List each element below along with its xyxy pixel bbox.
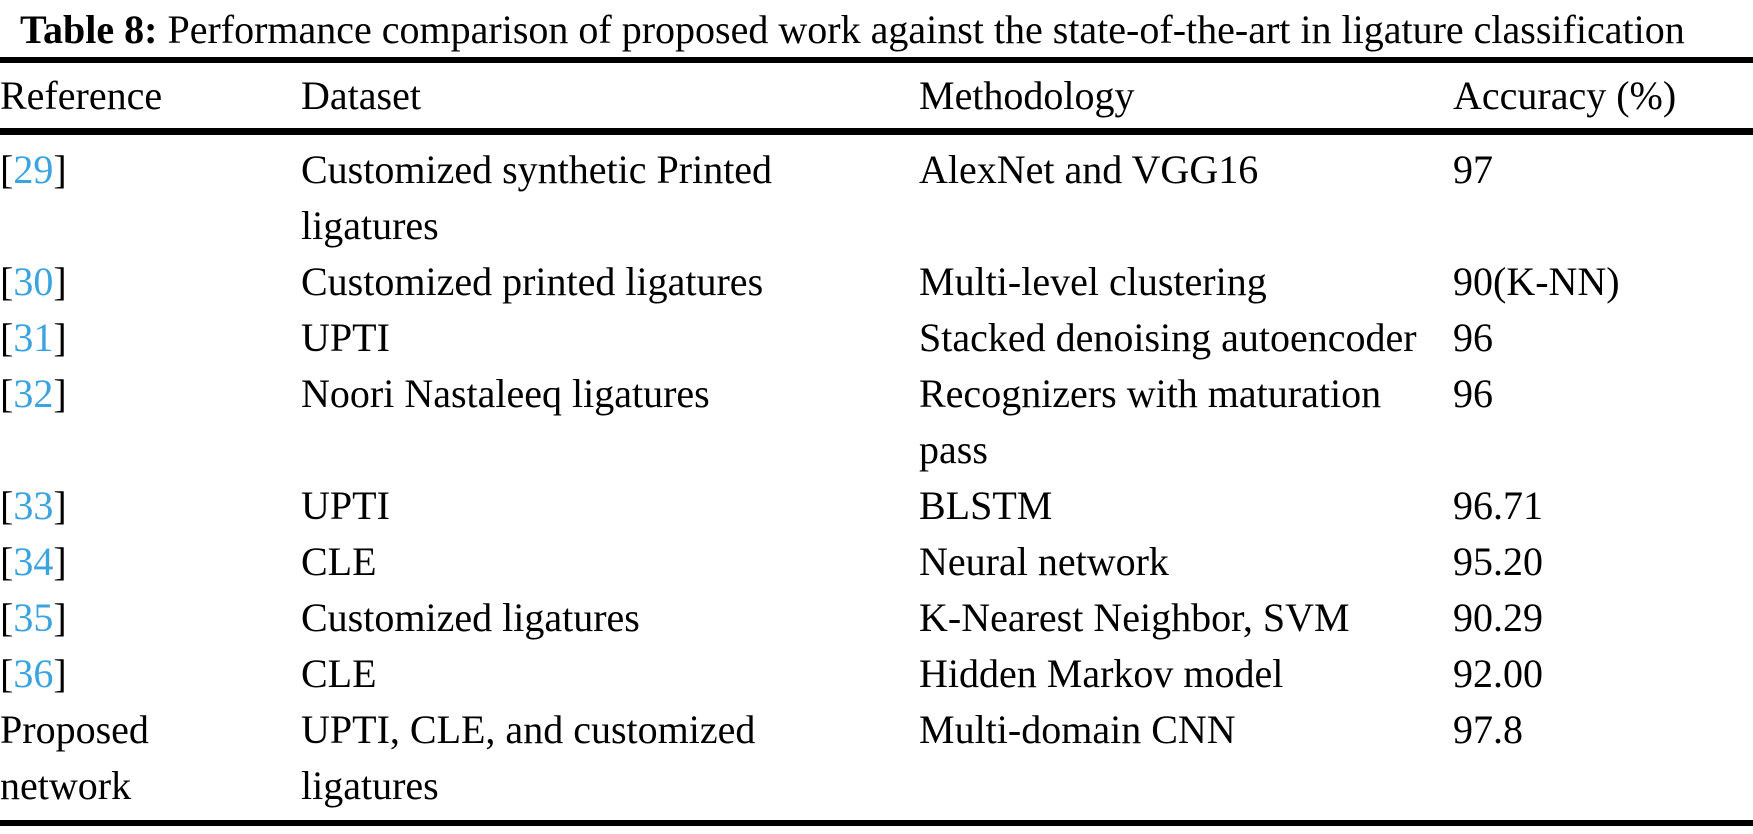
- citation-link[interactable]: 30: [13, 259, 54, 304]
- accuracy-cell: 95.20: [1453, 539, 1543, 584]
- dataset-cell: CLE: [301, 651, 377, 696]
- dataset-cell: Noori Nastaleeq ligatures: [301, 371, 710, 416]
- dataset-cell: CLE: [301, 539, 377, 584]
- methodology-cell: Multi-domain CNN: [919, 707, 1236, 752]
- accuracy-cell: 90.29: [1453, 595, 1543, 640]
- citation-bracket-open: [: [0, 315, 14, 360]
- dataset-cell: Customized ligatures: [301, 595, 640, 640]
- reference-cell: [32]: [0, 366, 301, 478]
- citation-bracket-open: [: [0, 371, 14, 416]
- methodology-cell: BLSTM: [919, 483, 1053, 528]
- table-body: [29]Customized synthetic Printed ligatur…: [0, 135, 1753, 820]
- citation-bracket-close: ]: [53, 147, 67, 192]
- table-header: Reference Dataset Methodology Accuracy (…: [0, 63, 1753, 128]
- column-header-methodology: Methodology: [919, 73, 1135, 118]
- accuracy-cell: 97.8: [1453, 707, 1523, 752]
- table-row: Proposed network UPTI, CLE, and customize…: [0, 702, 1753, 820]
- citation-bracket-close: ]: [53, 595, 67, 640]
- citation-link[interactable]: 29: [13, 147, 54, 192]
- methodology-cell: Hidden Markov model: [919, 651, 1284, 696]
- methodology-cell: Stacked denoising autoencoder: [919, 315, 1417, 360]
- citation-bracket-open: [: [0, 595, 14, 640]
- accuracy-cell: 90(K-NN): [1453, 259, 1620, 304]
- comparison-table: Reference Dataset Methodology Accuracy (…: [0, 63, 1753, 128]
- table-caption-label: Table 8:: [20, 7, 158, 52]
- header-separator-rule: [0, 128, 1753, 135]
- reference-cell: [35]: [0, 590, 301, 646]
- methodology-cell: Recognizers with maturation pass: [919, 371, 1382, 472]
- citation-link[interactable]: 31: [13, 315, 54, 360]
- methodology-cell: Neural network: [919, 539, 1169, 584]
- column-header-reference: Reference: [0, 73, 163, 118]
- reference-cell: [33]: [0, 478, 301, 534]
- citation-bracket-close: ]: [53, 315, 67, 360]
- dataset-cell: UPTI: [301, 483, 390, 528]
- dataset-cell: UPTI: [301, 315, 390, 360]
- column-header-accuracy: Accuracy (%): [1453, 73, 1677, 118]
- table-caption: Table 8: Performance comparison of propo…: [0, 0, 1753, 57]
- citation-bracket-close: ]: [53, 483, 67, 528]
- reference-cell: [31]: [0, 310, 301, 366]
- citation-bracket-close: ]: [53, 371, 67, 416]
- table-top-rule: [0, 57, 1753, 63]
- dataset-cell: Customized printed ligatures: [301, 259, 764, 304]
- citation-link[interactable]: 35: [13, 595, 54, 640]
- citation-bracket-open: [: [0, 147, 14, 192]
- citation-bracket-open: [: [0, 651, 14, 696]
- table-bottom-rule: [0, 820, 1753, 826]
- table-row: [29]Customized synthetic Printed ligatur…: [0, 135, 1753, 254]
- reference-cell: [29]: [0, 135, 301, 254]
- citation-bracket-open: [: [0, 259, 14, 304]
- dataset-cell: Customized synthetic Printed ligatures: [301, 147, 773, 248]
- accuracy-cell: 97: [1453, 147, 1493, 192]
- methodology-cell: AlexNet and VGG16: [919, 147, 1259, 192]
- citation-bracket-close: ]: [53, 651, 67, 696]
- citation-link[interactable]: 32: [13, 371, 54, 416]
- table-caption-text: Performance comparison of proposed work …: [157, 7, 1685, 52]
- table-header-row: Reference Dataset Methodology Accuracy (…: [0, 63, 1753, 128]
- reference-cell: [36]: [0, 646, 301, 702]
- citation-link[interactable]: 34: [13, 539, 54, 584]
- reference-cell: Proposed network: [0, 702, 301, 820]
- reference-cell: [34]: [0, 534, 301, 590]
- comparison-table-body: [29]Customized synthetic Printed ligatur…: [0, 135, 1753, 820]
- methodology-cell: K-Nearest Neighbor, SVM: [919, 595, 1350, 640]
- methodology-cell: Multi-level clustering: [919, 259, 1267, 304]
- citation-link[interactable]: 36: [13, 651, 54, 696]
- accuracy-cell: 96: [1453, 371, 1493, 416]
- reference-cell: [30]: [0, 254, 301, 310]
- column-header-dataset: Dataset: [301, 73, 421, 118]
- accuracy-cell: 96.71: [1453, 483, 1543, 528]
- citation-bracket-close: ]: [53, 259, 67, 304]
- citation-bracket-close: ]: [53, 539, 67, 584]
- citation-link[interactable]: 33: [13, 483, 54, 528]
- citation-bracket-open: [: [0, 539, 14, 584]
- accuracy-cell: 96: [1453, 315, 1493, 360]
- accuracy-cell: 92.00: [1453, 651, 1543, 696]
- citation-bracket-open: [: [0, 483, 14, 528]
- dataset-cell: UPTI, CLE, and customized ligatures: [301, 707, 756, 808]
- reference-label: Proposed network: [0, 707, 149, 808]
